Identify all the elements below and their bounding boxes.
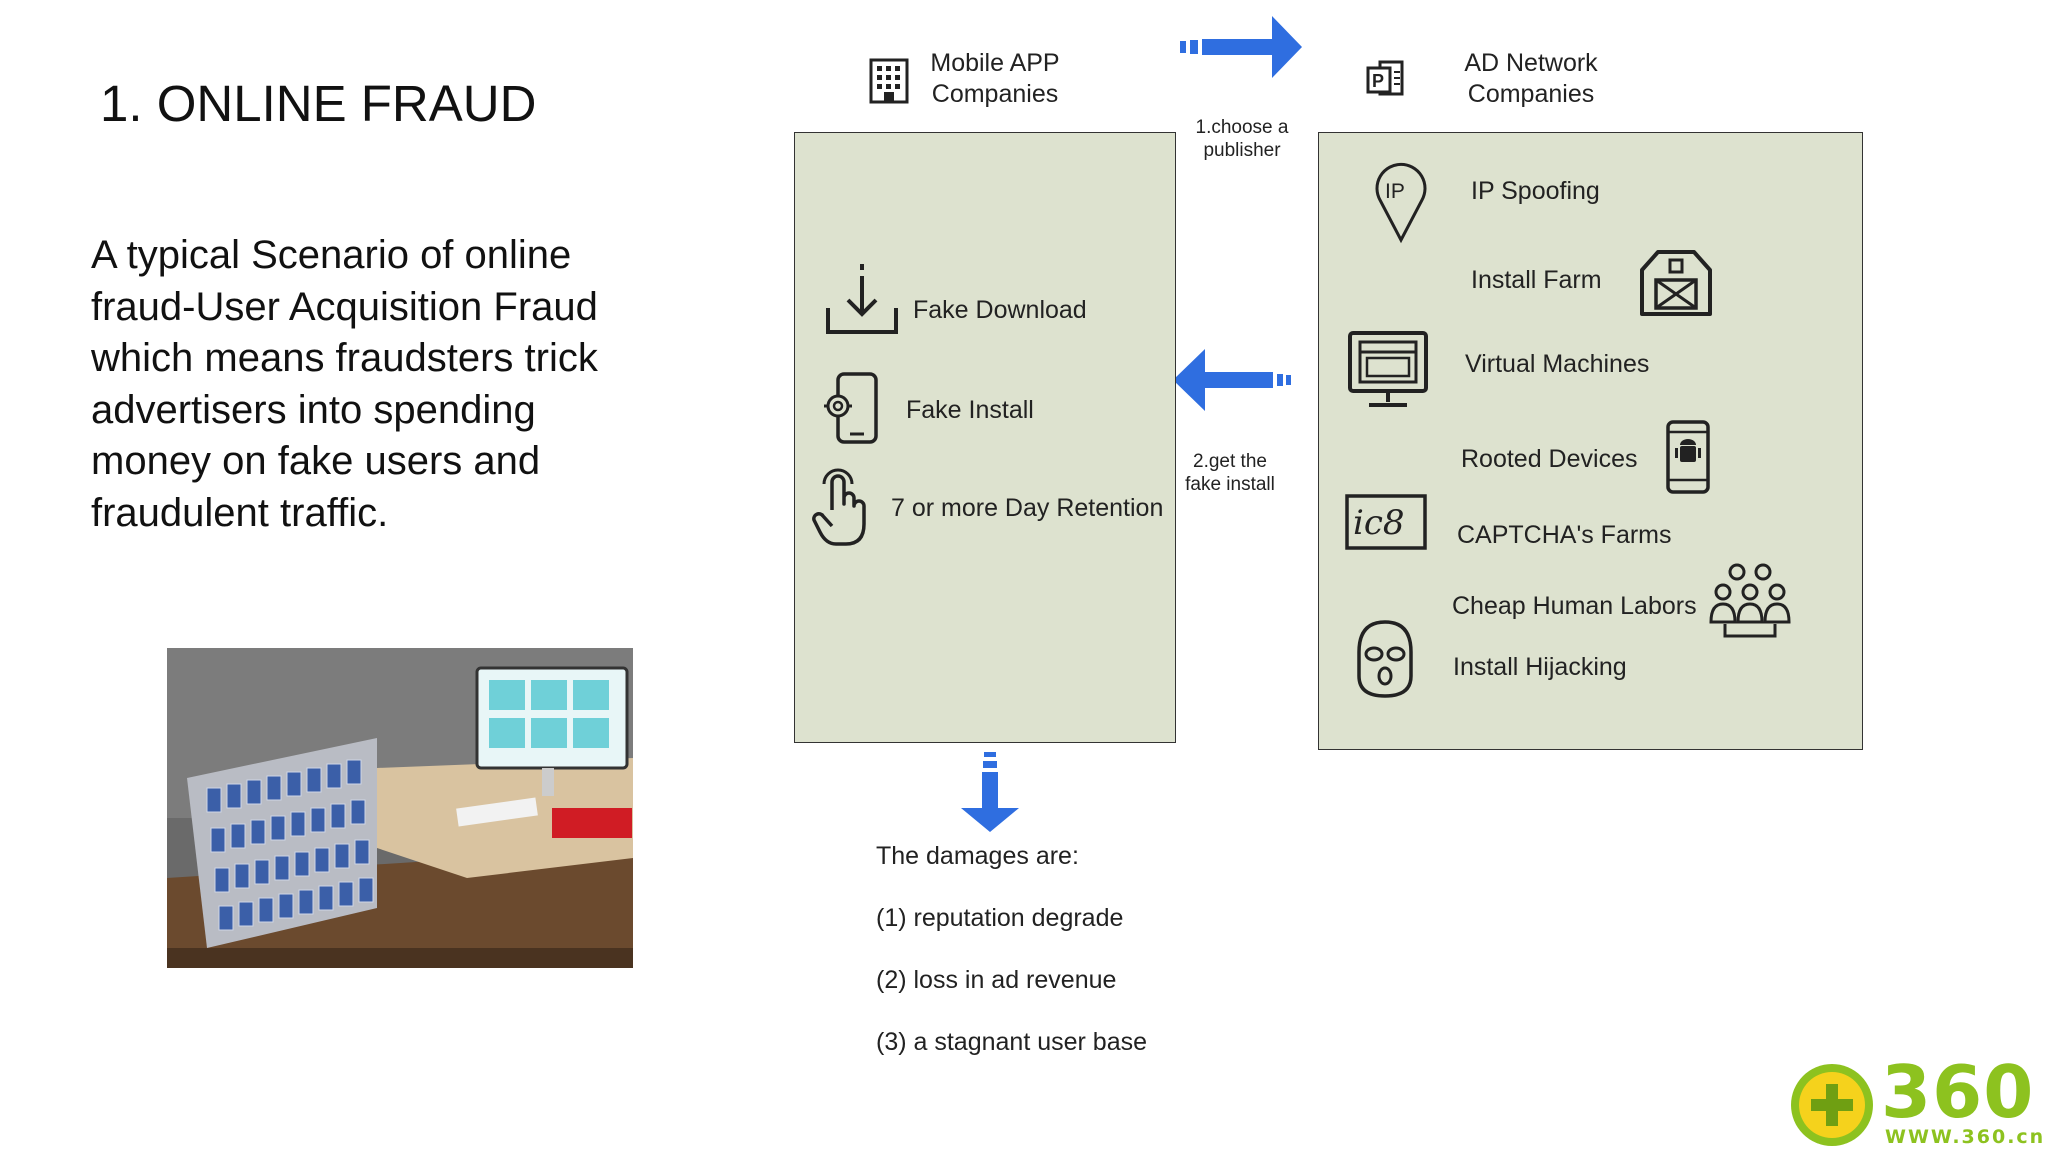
download-icon (826, 264, 898, 334)
svg-text:ic8: ic8 (1353, 503, 1405, 543)
logo-url: WWW.360.cn (1885, 1126, 2046, 1148)
arrow-down-icon (961, 752, 1019, 832)
mobile-item-fake-download: Fake Download (913, 296, 1087, 324)
publisher-icon: P (1366, 60, 1404, 96)
damage-item-1: (1) reputation degrade (876, 904, 1124, 932)
mobile-item-retention: 7 or more Day Retention (891, 494, 1164, 522)
captcha-icon: ic8 (1345, 494, 1427, 550)
get-fake-install-line2: fake install (1185, 474, 1275, 495)
ad-network-box (1318, 132, 1863, 750)
mobile-item-fake-install: Fake Install (906, 396, 1034, 424)
ad-item-virtual-machines: Virtual Machines (1465, 350, 1650, 378)
slide-title: 1. ONLINE FRAUD (100, 75, 537, 132)
logo-360: 360 WWW.360.cn (1785, 1052, 2046, 1150)
svg-text:IP: IP (1385, 180, 1405, 203)
damage-item-2: (2) loss in ad revenue (876, 966, 1117, 994)
choose-publisher-line1: 1.choose a (1195, 117, 1289, 138)
ad-network-header: AD Network Companies (1451, 48, 1611, 110)
ad-item-install-hijacking: Install Hijacking (1453, 653, 1627, 681)
logo-text: 360 (1881, 1050, 2035, 1134)
ad-item-ip-spoofing: IP Spoofing (1471, 177, 1600, 205)
phone-gear-icon (824, 372, 878, 444)
arrow-right-icon (1180, 16, 1302, 78)
ad-item-cheap-human-labors: Cheap Human Labors (1452, 592, 1697, 620)
ad-network-header-line1: AD Network (1464, 49, 1598, 77)
mobile-app-header: Mobile APP Companies (915, 48, 1075, 110)
get-fake-install-line1: 2.get the (1193, 451, 1267, 472)
arrow-left-icon (1173, 349, 1291, 411)
masked-person-icon (1357, 620, 1413, 698)
ad-network-header-line2: Companies (1467, 80, 1595, 108)
choose-publisher-line2: publisher (1203, 140, 1281, 161)
damage-item-3: (3) a stagnant user base (876, 1028, 1147, 1056)
ad-item-rooted-devices: Rooted Devices (1461, 445, 1638, 473)
android-phone-icon (1666, 420, 1710, 494)
phone-farm-photo (167, 648, 633, 968)
damages-heading: The damages are: (876, 842, 1079, 870)
logo-emblem-icon (1791, 1064, 1873, 1146)
choose-publisher-label: 1.choose a publisher (1180, 116, 1304, 162)
ip-pin-icon: IP (1375, 162, 1427, 244)
mobile-app-header-line2: Companies (931, 80, 1059, 108)
barn-icon (1640, 250, 1712, 316)
ad-item-captcha-farms: CAPTCHA's Farms (1457, 521, 1672, 549)
people-group-icon (1709, 563, 1791, 638)
building-icon (869, 58, 909, 104)
mobile-app-header-line1: Mobile APP (930, 49, 1060, 77)
mobile-app-box (794, 132, 1176, 743)
get-fake-install-label: 2.get the fake install (1172, 450, 1288, 496)
monitor-icon (1348, 331, 1428, 407)
hand-pointer-icon (812, 468, 866, 546)
svg-text:P: P (1372, 71, 1384, 91)
ad-item-install-farm: Install Farm (1471, 266, 1602, 294)
slide-description: A typical Scenario of online fraud-User … (91, 233, 598, 535)
